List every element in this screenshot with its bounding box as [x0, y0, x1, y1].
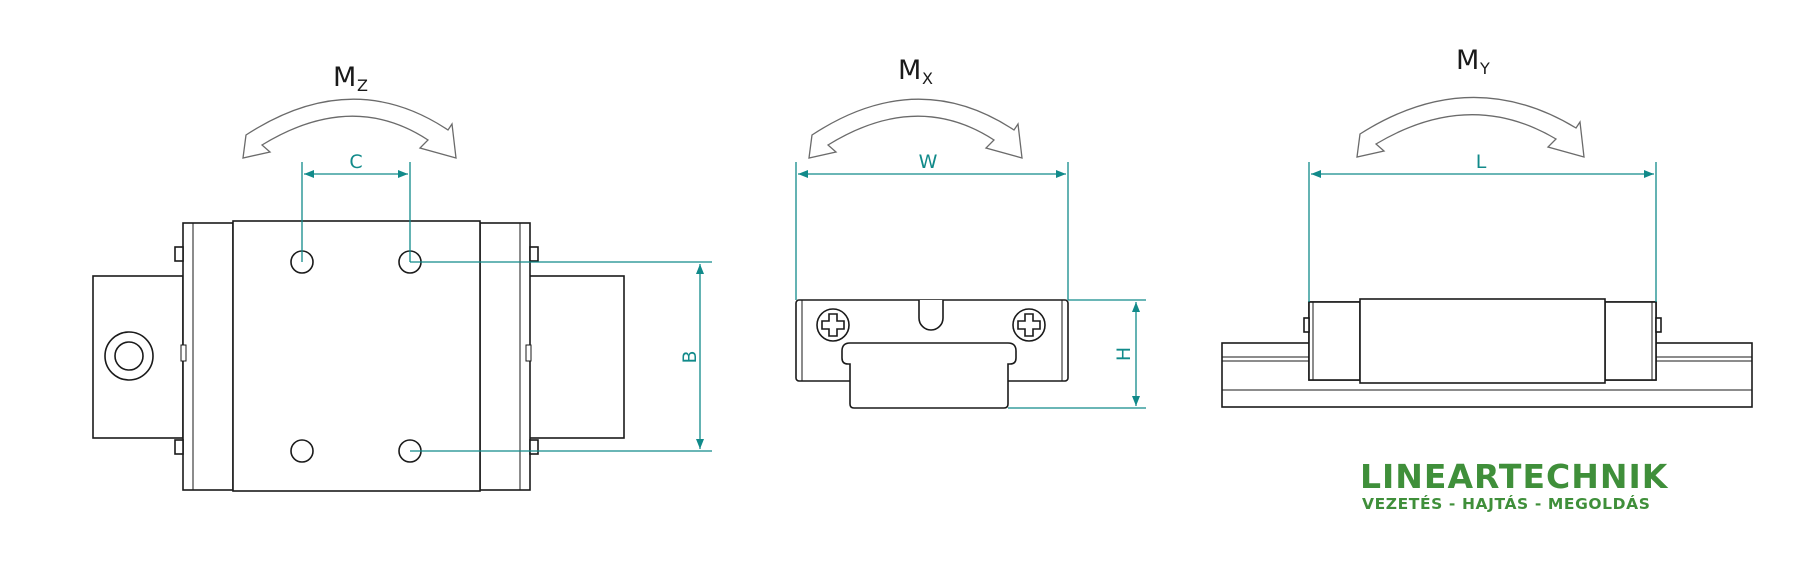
dimension-b: B — [410, 261, 712, 452]
front-view — [795, 299, 1069, 409]
dimension-w: W — [795, 151, 1069, 300]
end-cap-side-right — [1604, 301, 1657, 381]
moment-sub-my: Y — [1479, 59, 1490, 78]
dimension-l: L — [1308, 151, 1657, 302]
mounting-hole — [290, 439, 314, 463]
side-view — [1221, 298, 1753, 408]
company-logo-name: LINEARTECHNIK — [1360, 457, 1669, 496]
rail-bore-inner — [114, 341, 144, 371]
moment-arrow-mx: M X — [808, 55, 1023, 159]
screw-left — [816, 308, 850, 342]
moment-arrow-mz: M Z — [242, 62, 457, 159]
company-logo-tagline: VEZETÉS - HAJTÁS - MEGOLDÁS — [1362, 495, 1651, 513]
carriage-side-body — [1359, 298, 1606, 384]
end-cap-right — [479, 222, 531, 491]
end-cap-left — [182, 222, 234, 491]
dimension-c: C — [301, 151, 411, 262]
moment-label-my: M — [1456, 45, 1479, 76]
rail-left-stub — [92, 275, 184, 439]
end-cap-side-left — [1308, 301, 1361, 381]
moment-sub-mx: X — [922, 69, 933, 88]
rail-bore-outer — [104, 331, 154, 381]
moment-label-mx: M — [898, 55, 921, 86]
moment-sub-mz: Z — [357, 76, 368, 95]
dimension-w-label: W — [919, 151, 938, 173]
dimension-h: H — [1008, 299, 1146, 409]
dimension-b-label: B — [679, 350, 701, 363]
dimension-l-label: L — [1476, 151, 1487, 173]
dimension-h-label: H — [1113, 347, 1135, 361]
moment-label-mz: M — [333, 62, 356, 93]
moment-arrow-my: M Y — [1356, 45, 1585, 158]
rail-right-stub — [519, 275, 625, 439]
carriage-body — [232, 220, 481, 492]
screw-right — [1012, 308, 1046, 342]
top-view — [92, 220, 625, 492]
dimension-c-label: C — [349, 151, 362, 173]
rail-profile — [841, 342, 1017, 409]
